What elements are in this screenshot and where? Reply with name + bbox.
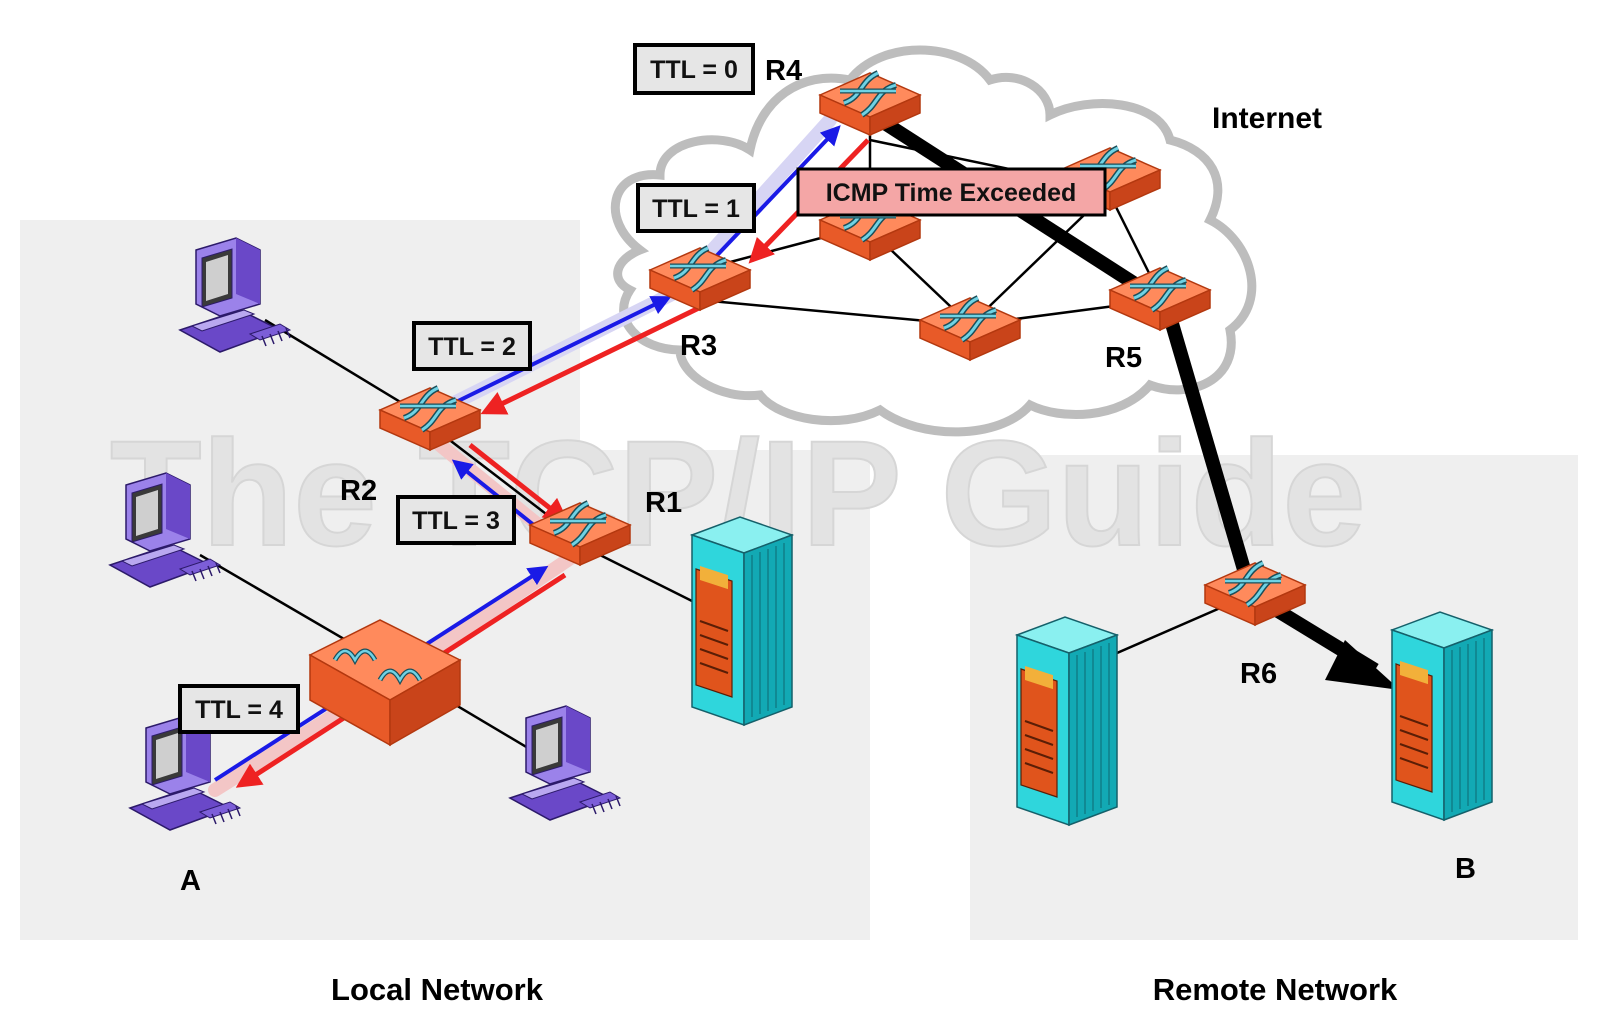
ttl-box-2: TTL = 2 — [412, 321, 532, 371]
switch-icon — [308, 619, 462, 747]
label-r6: R6 — [1240, 658, 1277, 690]
server-local-icon — [691, 516, 793, 726]
ttl-3-label: TTL = 3 — [412, 507, 500, 535]
label-a: A — [180, 865, 201, 897]
caption-local-network: Local Network — [331, 972, 544, 1007]
ttl-box-1: TTL = 1 — [636, 183, 756, 233]
caption-remote-network: Remote Network — [1153, 972, 1398, 1007]
label-r4: R4 — [765, 55, 802, 87]
ttl-0-label: TTL = 0 — [650, 56, 738, 84]
icmp-message-label: ICMP Time Exceeded — [826, 179, 1077, 207]
label-r2: R2 — [340, 475, 377, 507]
ttl-1-label: TTL = 1 — [652, 195, 740, 223]
icmp-message-box: ICMP Time Exceeded — [796, 167, 1107, 217]
ttl-4-label: TTL = 4 — [195, 696, 283, 724]
label-r5: R5 — [1105, 342, 1142, 374]
ttl-box-0: TTL = 0 — [633, 43, 755, 95]
arrow-to-b-icon — [1325, 640, 1400, 690]
internet-cloud — [610, 45, 1257, 437]
label-internet: Internet — [1212, 102, 1322, 135]
label-r3: R3 — [680, 330, 717, 362]
ttl-box-4: TTL = 4 — [178, 684, 300, 734]
label-r1: R1 — [645, 487, 682, 519]
server-remote-icon — [1016, 616, 1118, 826]
server-b-icon — [1391, 611, 1493, 821]
label-b: B — [1455, 853, 1476, 885]
ttl-2-label: TTL = 2 — [428, 333, 516, 361]
ttl-box-3: TTL = 3 — [396, 495, 516, 545]
